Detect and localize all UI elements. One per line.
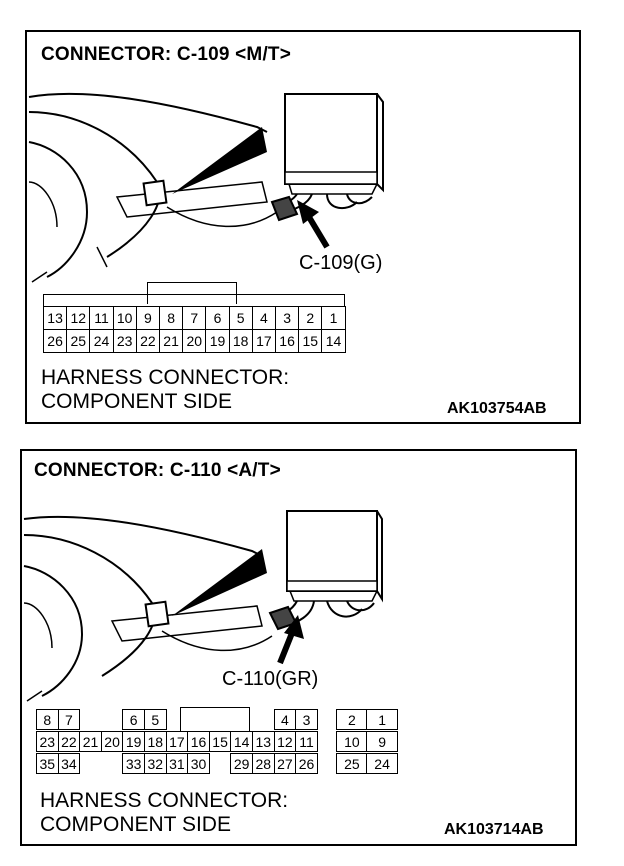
pin-cell: 3	[275, 306, 300, 330]
pin-cell: 17	[165, 731, 189, 752]
pin-cell: 11	[295, 731, 318, 752]
pin-cell: 35	[36, 753, 59, 774]
caption-line-2: COMPONENT SIDE	[41, 390, 232, 413]
pin-cell: 14	[321, 329, 346, 353]
connector-c109-panel: CONNECTOR: C-109 <M/T> C-109(G)	[25, 30, 581, 424]
pin-cell: 21	[159, 329, 184, 353]
pin-cell: 14	[230, 731, 253, 752]
pin-cell: 23	[36, 731, 59, 752]
pin-cell: 21	[79, 731, 102, 752]
pin-cell: 26	[295, 753, 318, 774]
pin-cell: 26	[43, 329, 68, 353]
pin-cell: 18	[144, 731, 167, 752]
panel-title: CONNECTOR: C-110 <A/T>	[34, 460, 281, 481]
caption-line-1: HARNESS CONNECTOR:	[41, 366, 290, 389]
pin-cell: 3	[295, 709, 318, 730]
connector-latch	[147, 282, 237, 304]
pin-cell: 17	[251, 329, 276, 353]
pin-cell: 25	[336, 753, 368, 774]
pin-cell: 4	[273, 709, 297, 730]
caption-line-1: HARNESS CONNECTOR:	[40, 789, 289, 812]
pin-cell: 9	[135, 306, 160, 330]
pin-cell: 13	[252, 731, 275, 752]
pin-cell: 19	[122, 731, 145, 752]
pin-cell: 2	[336, 709, 368, 730]
pin-cell: 6	[122, 709, 145, 730]
callout-label: C-109(G)	[299, 252, 383, 274]
pin-cell: 4	[251, 306, 276, 330]
pin-cell: 30	[187, 753, 210, 774]
pin-cell: 10	[336, 731, 368, 752]
pin-cell: 13	[43, 306, 68, 330]
pin-cell: 8	[36, 709, 59, 730]
pin-cell: 8	[159, 306, 184, 330]
pin-cell: 18	[228, 329, 253, 353]
pin-cell: 7	[182, 306, 207, 330]
pin-cell: 5	[144, 709, 167, 730]
pin-cell: 15	[208, 731, 232, 752]
pin-cell: 31	[165, 753, 189, 774]
figure-code: AK103754AB	[447, 400, 547, 417]
pin-cell: 20	[182, 329, 207, 353]
pin-cell: 20	[100, 731, 124, 752]
pin-cell: 19	[205, 329, 230, 353]
pin-cell: 24	[89, 329, 114, 353]
pin-cell: 24	[366, 753, 398, 774]
pin-cell: 12	[66, 306, 91, 330]
pin-cell: 1	[321, 306, 346, 330]
pin-cell: 33	[122, 753, 145, 774]
pin-cell: 9	[366, 731, 398, 752]
pin-cell: 1	[366, 709, 398, 730]
pin-cell: 22	[135, 329, 160, 353]
pin-cell: 10	[112, 306, 137, 330]
pin-cell: 32	[144, 753, 167, 774]
pin-cell: 29	[230, 753, 253, 774]
pin-cell: 34	[57, 753, 81, 774]
pin-cell: 15	[298, 329, 323, 353]
dashboard-illustration	[28, 92, 384, 283]
pin-cell: 5	[228, 306, 253, 330]
pin-cell: 23	[112, 329, 137, 353]
pin-cell: 7	[57, 709, 81, 730]
caption-line-2: COMPONENT SIDE	[40, 813, 231, 836]
pin-cell: 27	[273, 753, 297, 774]
connector-shell	[43, 294, 345, 306]
pin-cell: 16	[187, 731, 210, 752]
figure-code: AK103714AB	[444, 821, 544, 838]
pin-cell: 22	[57, 731, 81, 752]
dashboard-illustration	[23, 510, 383, 702]
pin-cell: 2	[298, 306, 323, 330]
pin-cell: 25	[66, 329, 91, 353]
pin-cell: 28	[252, 753, 275, 774]
pin-cell: 6	[205, 306, 230, 330]
pin-cell: 12	[273, 731, 297, 752]
pin-cell: 11	[89, 306, 114, 330]
callout-label: C-110(GR)	[222, 668, 319, 690]
pin-cell: 16	[275, 329, 300, 353]
panel-title: CONNECTOR: C-109 <M/T>	[41, 44, 292, 65]
